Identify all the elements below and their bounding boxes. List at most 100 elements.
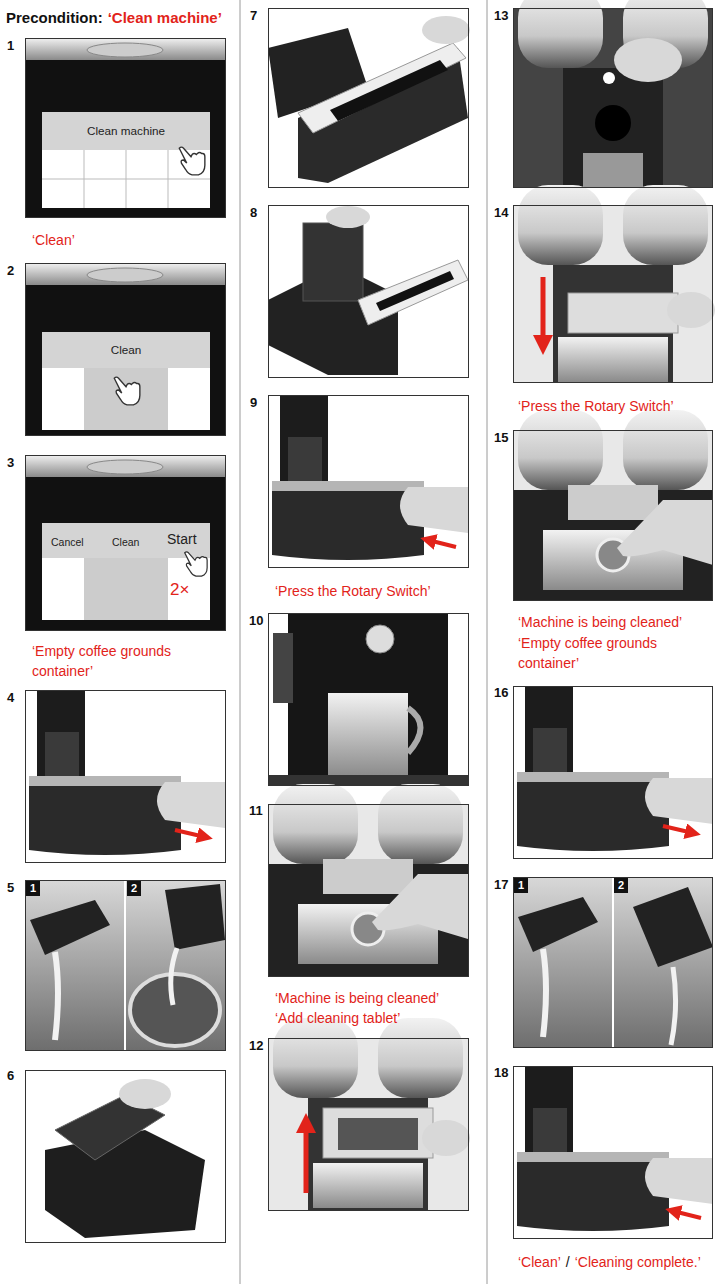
screen-text: Clean	[112, 534, 139, 550]
cleaning-tablet	[603, 72, 615, 84]
red-arrow	[428, 540, 456, 547]
lid	[323, 1108, 433, 1158]
sink-basin	[130, 974, 220, 1046]
red-arrow	[541, 277, 546, 345]
machine-spout	[525, 686, 573, 778]
steel-panel	[568, 485, 658, 520]
screen-cell	[84, 558, 168, 620]
drip-tray	[268, 775, 468, 785]
photo-frame	[514, 1067, 713, 1239]
water	[171, 948, 177, 1005]
photo-frame	[269, 206, 469, 378]
bean-container	[518, 410, 603, 490]
step-number: 3	[7, 454, 14, 472]
machine-spout	[87, 268, 163, 282]
machine-spout	[280, 395, 328, 487]
photo-bg	[513, 1066, 713, 1238]
screen-bar	[42, 112, 210, 150]
grille-slots	[330, 60, 448, 121]
display-message: ‘Clean’	[518, 1253, 561, 1271]
display-message: ‘Machine is being cleaned’	[275, 989, 439, 1007]
heading: Precondition:	[6, 9, 103, 27]
steel-panel	[558, 337, 668, 382]
display-message: ‘Add cleaning tablet’	[275, 1009, 400, 1027]
drip-tray	[30, 900, 110, 955]
hand	[422, 16, 470, 44]
sub-step-number: 1	[26, 881, 40, 896]
step-number: 5	[7, 879, 14, 897]
display-message: ‘Press the Rotary Switch’	[518, 397, 674, 415]
photo-frame	[269, 614, 469, 786]
cup-platform	[533, 728, 567, 772]
photo-frame	[26, 456, 226, 631]
photo-bg	[268, 613, 468, 785]
display-message: ‘Empty coffee grounds container’	[32, 641, 224, 681]
hand	[667, 292, 715, 328]
drip-tray	[518, 897, 598, 952]
bean-container	[378, 784, 463, 864]
photo-frame	[26, 881, 226, 1051]
machine-recess	[563, 68, 663, 187]
sink	[25, 880, 225, 1050]
hand	[119, 1079, 171, 1109]
machine-front	[288, 613, 448, 785]
photo-bg	[25, 690, 225, 862]
machine-top	[25, 455, 225, 477]
photo-frame	[514, 206, 713, 383]
screen-text: Start	[167, 531, 197, 547]
step-number: 12	[249, 1037, 263, 1055]
machine-spout	[37, 690, 85, 782]
step-number: 13	[494, 7, 508, 25]
photo-frame	[269, 1039, 469, 1211]
drip-tray-top	[29, 776, 181, 786]
water	[543, 949, 546, 1037]
logo-badge	[366, 625, 394, 653]
step-number: 11	[249, 802, 263, 820]
bean-container	[273, 784, 358, 864]
photo-frame	[514, 878, 713, 1048]
screen-text: Clean	[42, 342, 210, 358]
photo-frame	[26, 1071, 226, 1243]
panel-split	[612, 877, 614, 1047]
sub-step-number: 2	[614, 878, 628, 893]
step-number: 9	[250, 394, 257, 412]
step-number: 15	[494, 429, 508, 447]
screen-text: Clean machine	[42, 123, 210, 139]
screen-panel: CancelCleanStart2×	[42, 523, 210, 620]
hand	[422, 1120, 470, 1156]
drip-tray-top	[517, 772, 669, 782]
photo-frame	[26, 39, 226, 218]
red-arrow	[175, 830, 205, 837]
bean-container	[623, 410, 708, 490]
cup-platform	[533, 1108, 567, 1152]
photo-frame	[514, 9, 713, 188]
red-arrow	[673, 1211, 701, 1218]
drip-tray-top	[272, 481, 424, 491]
display-message: ‘Cleaning complete.’	[575, 1253, 701, 1271]
step-number: 14	[494, 204, 508, 222]
jug-handle	[408, 708, 421, 753]
hand-icon	[185, 552, 207, 576]
bean-container	[518, 185, 603, 265]
hand	[617, 500, 713, 565]
drip-tray-top	[517, 1152, 669, 1162]
machine-spout	[87, 43, 163, 57]
sub-step-number: 2	[127, 881, 141, 896]
hand	[157, 782, 225, 828]
screen-bar	[42, 332, 210, 368]
screen	[42, 332, 210, 430]
screen-panel: Clean machine	[42, 112, 214, 208]
screen-text: Cancel	[51, 534, 84, 550]
step-number: 7	[250, 7, 257, 25]
panel-split	[124, 880, 126, 1050]
step-number: 6	[7, 1067, 14, 1085]
hand-icon	[179, 147, 205, 175]
water	[55, 952, 58, 1040]
photo-bg	[268, 205, 468, 377]
sub-step-number: 1	[514, 878, 528, 893]
hand	[645, 778, 713, 824]
grounds-container	[303, 223, 363, 301]
step-number: 10	[249, 612, 263, 630]
screen	[42, 523, 210, 620]
screen-panel: Clean	[42, 332, 214, 430]
